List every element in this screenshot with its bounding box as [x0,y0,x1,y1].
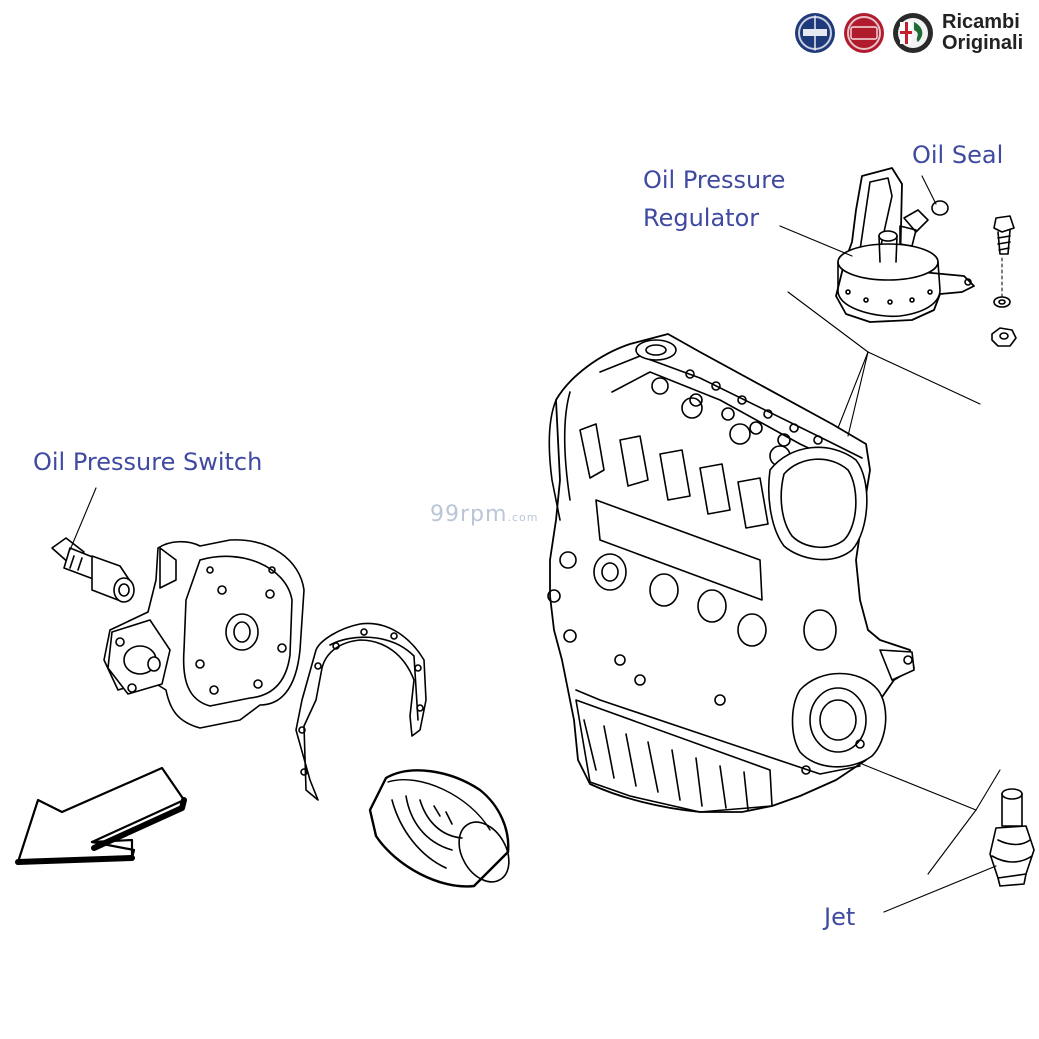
watermark-main: 99rpm [430,502,508,527]
alfa-romeo-logo [893,13,933,53]
brand-line-2: Originali [942,32,1024,54]
fastener-stack-part [991,215,1017,347]
watermark-suffix: .com [507,511,539,524]
oil-pressure-regulator-label-line-1: Oil Pressure [643,166,786,194]
oil-seal-label: Oil Seal [912,141,1004,169]
brand-line-1: Ricambi [942,11,1020,33]
jet-part [989,788,1035,887]
brand-logos [795,13,933,53]
oil-pump-housing-part [103,539,305,729]
leader-lines [69,175,1001,913]
oil-pressure-regulator-part [835,167,975,323]
oil-pressure-regulator-label: Oil Pressure Regulator [643,161,785,237]
oil-pressure-switch-part [51,537,135,603]
lancia-logo [795,13,835,53]
oil-pressure-switch-label: Oil Pressure Switch [33,448,263,476]
direction-arrow-icon [15,766,187,865]
engine-block-part [547,333,915,813]
jet-label: Jet [824,903,856,931]
brand-text: Ricambi Originali [942,12,1023,54]
watermark: 99rpm.com [430,502,538,527]
oil-filter-part [368,769,510,888]
fiat-logo [844,13,884,53]
timing-cover-gasket-part [295,622,427,801]
oil-pressure-regulator-label-line-2: Regulator [643,204,760,232]
oil-seal-part [931,200,949,216]
